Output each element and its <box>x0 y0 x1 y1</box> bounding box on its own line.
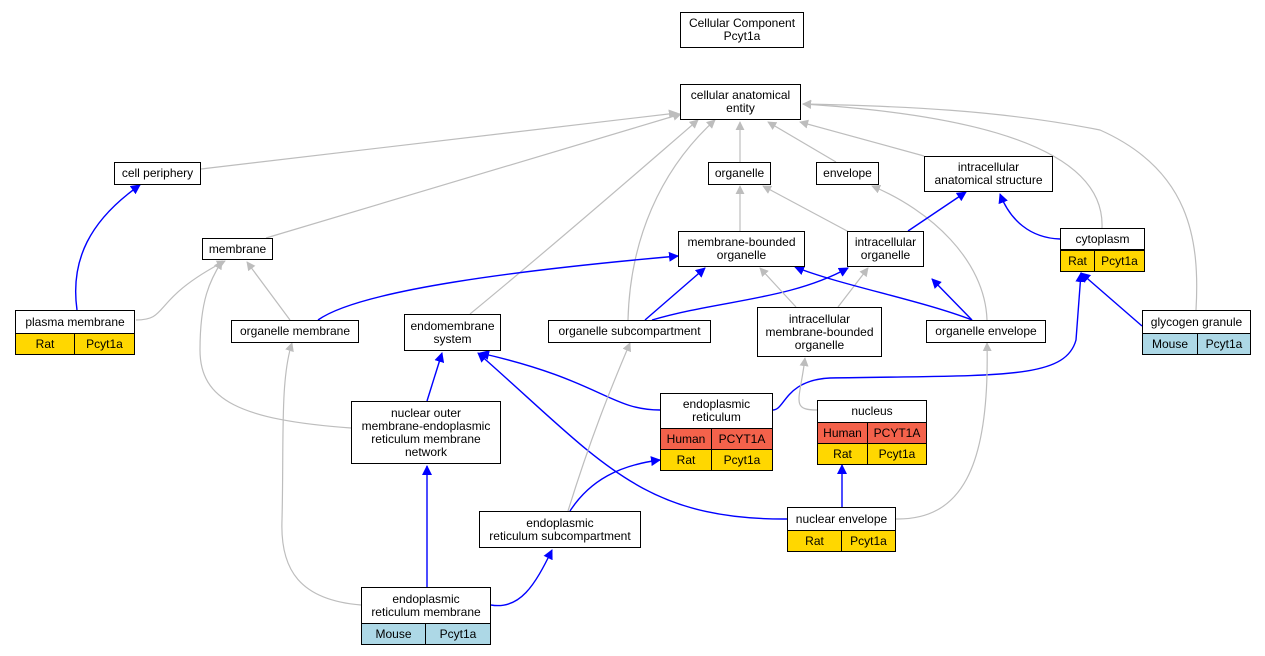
annotation-er-rat: Rat Pcyt1a <box>660 449 773 471</box>
edge-er_membrane-to-er_subcomp <box>490 549 553 607</box>
edge-org_envelope-to-io <box>931 278 973 321</box>
species-cell: Human <box>817 422 868 444</box>
node-cell-periphery[interactable]: cell periphery <box>114 162 201 185</box>
node-cellular-anatomical-entity[interactable]: cellular anatomical entity <box>680 84 801 120</box>
edge-nucleus-to-imbo <box>798 357 818 411</box>
edge-org_envelope-to-mbo <box>794 265 973 321</box>
gene-cell: PCYT1A <box>868 422 927 444</box>
node-cytoplasm[interactable]: cytoplasm <box>1060 228 1145 250</box>
annotation-plasma-membrane-rat: Rat Pcyt1a <box>15 333 135 355</box>
edge-org_subcomp-to-cae <box>627 119 716 321</box>
edge-nomernet-to-membrane <box>199 260 352 429</box>
annotation-cytoplasm-rat: Rat Pcyt1a <box>1060 250 1145 272</box>
species-cell: Rat <box>817 443 868 465</box>
edge-cytoplasm-to-ias <box>998 193 1061 240</box>
node-glycogen-granule[interactable]: glycogen granule <box>1142 310 1251 334</box>
annotation-glycogen-granule-mouse: Mouse Pcyt1a <box>1142 333 1251 355</box>
node-er-membrane[interactable]: endoplasmic reticulum membrane <box>361 587 491 624</box>
edge-cell_periphery-to-cae <box>200 109 678 170</box>
node-endomembrane-system[interactable]: endomembrane system <box>404 314 501 351</box>
edge-membrane-to-cae <box>265 112 682 239</box>
species-cell: Human <box>660 428 712 450</box>
node-organelle[interactable]: organelle <box>708 162 771 185</box>
node-er-subcompartment[interactable]: endoplasmic reticulum subcompartment <box>479 511 641 548</box>
edge-er_membrane-to-organelle_membrane <box>281 342 362 606</box>
gene-cell: PCYT1A <box>712 428 773 450</box>
node-nuclear-envelope[interactable]: nuclear envelope <box>787 507 896 531</box>
edge-io-to-organelle <box>762 185 850 233</box>
edge-org_subcomp-to-io <box>651 267 849 321</box>
annotation-nuclear-envelope-rat: Rat Pcyt1a <box>787 530 896 552</box>
annotation-nucleus-rat: Rat Pcyt1a <box>817 443 927 465</box>
node-nucleus[interactable]: nucleus <box>817 400 927 423</box>
species-cell: Rat <box>660 449 712 471</box>
edge-org_subcomp-to-mbo <box>644 267 706 321</box>
edge-cytoplasm-to-cae <box>802 100 1103 229</box>
gene-cell: Pcyt1a <box>712 449 773 471</box>
edge-er_subcomp-to-er <box>569 456 661 512</box>
annotation-er-human: Human PCYT1A <box>660 428 773 450</box>
node-envelope[interactable]: envelope <box>816 162 879 185</box>
species-cell: Rat <box>787 530 842 552</box>
edge-glycogen-to-cytoplasm <box>1080 272 1143 327</box>
node-organelle-membrane[interactable]: organelle membrane <box>231 320 359 343</box>
node-cellular-component-root[interactable]: Cellular Component Pcyt1a <box>680 12 804 48</box>
edge-er_subcomp-to-org_subcomp <box>567 342 631 512</box>
edge-envelope-to-cae <box>767 121 837 163</box>
gene-cell: Pcyt1a <box>842 530 896 552</box>
species-cell: Rat <box>1060 250 1095 272</box>
edge-plasma_membrane-to-membrane <box>135 260 226 321</box>
edge-nuc_envelope-to-endomembrane <box>477 352 788 520</box>
edge-organelle_membrane-to-membrane <box>246 261 291 321</box>
edge-nomernet-to-endomembrane <box>426 352 445 402</box>
edge-io-to-ias <box>907 191 967 232</box>
node-nuclear-outer-membrane-er-network[interactable]: nuclear outer membrane-endoplasmic retic… <box>351 401 501 464</box>
edge-ias-to-cae <box>799 119 925 157</box>
edge-org_envelope-to-envelope <box>871 184 988 321</box>
edge-imbo-to-io <box>837 267 869 308</box>
node-intracellular-membrane-bounded-organelle[interactable]: intracellular membrane-bounded organelle <box>757 307 882 357</box>
node-membrane[interactable]: membrane <box>202 238 273 260</box>
node-intracellular-anatomical-structure[interactable]: intracellular anatomical structure <box>924 156 1053 192</box>
gene-cell: Pcyt1a <box>1198 333 1251 355</box>
annotation-er-membrane-mouse: Mouse Pcyt1a <box>361 623 491 645</box>
species-cell: Mouse <box>1142 333 1198 355</box>
node-membrane-bounded-organelle[interactable]: membrane-bounded organelle <box>678 231 805 267</box>
gene-cell: Pcyt1a <box>426 623 491 645</box>
edge-nuc_envelope-to-org_envelope <box>895 342 992 520</box>
gene-cell: Pcyt1a <box>1095 250 1145 272</box>
edge-er-to-cytoplasm <box>772 272 1086 411</box>
node-organelle-envelope[interactable]: organelle envelope <box>926 320 1046 343</box>
node-plasma-membrane[interactable]: plasma membrane <box>15 310 135 334</box>
gene-cell: Pcyt1a <box>75 333 135 355</box>
edge-glycogen-to-cae <box>802 99 1198 311</box>
edge-endomembrane-to-cae <box>469 119 699 315</box>
species-cell: Mouse <box>361 623 426 645</box>
edge-organelle_membrane-to-mbo <box>317 251 679 321</box>
node-endoplasmic-reticulum[interactable]: endoplasmic reticulum <box>660 393 773 429</box>
node-intracellular-organelle[interactable]: intracellular organelle <box>847 231 924 267</box>
edge-plasma_membrane-to-cell_periphery <box>74 184 141 311</box>
edge-imbo-to-mbo <box>759 267 797 308</box>
edge-er-to-endomembrane <box>479 350 661 411</box>
annotation-nucleus-human: Human PCYT1A <box>817 422 927 444</box>
gene-cell: Pcyt1a <box>868 443 927 465</box>
node-organelle-subcompartment[interactable]: organelle subcompartment <box>548 320 711 343</box>
species-cell: Rat <box>15 333 75 355</box>
